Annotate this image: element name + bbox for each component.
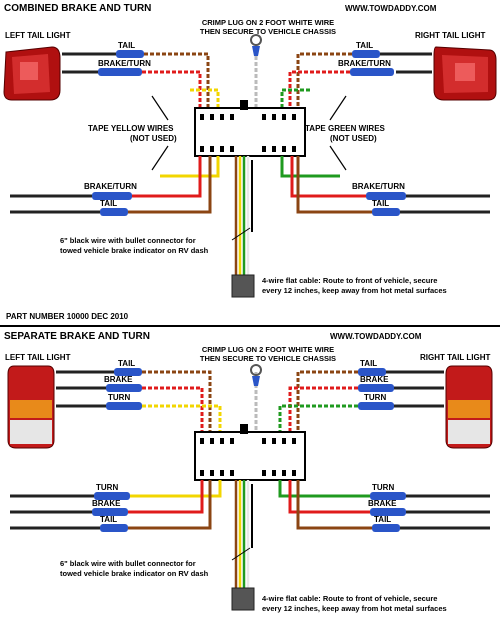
site-url-bottom: WWW.TOWDADDY.COM [330, 332, 422, 341]
wire-left-tail-brown [144, 52, 210, 108]
bottom-left-tail-label: TAIL [118, 359, 135, 368]
black-wire-note-2: towed vehicle brake indicator on RV dash [60, 246, 209, 255]
connector-left-brake-turn-out [92, 192, 132, 200]
right-tail-light-label: RIGHT TAIL LIGHT [415, 31, 485, 40]
right-tail-out-label: TAIL [372, 199, 389, 208]
bottom-left-turn-out-label: TURN [96, 483, 118, 492]
connector-left-brake-turn [98, 68, 142, 76]
separate-title: SEPARATE BRAKE AND TURN [4, 331, 150, 342]
connector-right-tail [352, 50, 380, 58]
crimp-note-bottom-1: CRIMP LUG ON 2 FOOT WHITE WIRE [202, 345, 334, 354]
tape-yellow-label-2: (NOT USED) [130, 134, 177, 143]
wire-right-red-out [290, 156, 366, 198]
left-brake-turn-wire-label: BRAKE/TURN [98, 59, 151, 68]
right-tail-light-image [433, 46, 497, 101]
left-tail-out-label: TAIL [100, 199, 117, 208]
connector-left-tail [116, 50, 144, 58]
black-wire-pointer [231, 227, 251, 241]
crimp-note-bottom-2: THEN SECURE TO VEHICLE CHASSIS [200, 354, 336, 363]
tape-green-label-2: (NOT USED) [330, 134, 377, 143]
flat-4-connector-bottom [231, 587, 255, 611]
wire-left-yellow-out [160, 156, 220, 178]
flat-cable-note-bottom-2: every 12 inches, keep away from hot meta… [262, 604, 447, 613]
black-wire-note-bottom-2: towed vehicle brake indicator on RV dash [60, 569, 209, 578]
site-url: WWW.TOWDADDY.COM [345, 4, 437, 13]
crimp-lug-icon [250, 34, 262, 46]
black-wire-note-1: 6" black wire with bullet connector for [60, 236, 196, 245]
right-tail-light-label-bottom: RIGHT TAIL LIGHT [420, 353, 490, 362]
tape-green-label-1: TAPE GREEN WIRES [305, 124, 386, 133]
bottom-right-brake-out-label: BRAKE [368, 499, 397, 508]
connector-bottom-right-tail [358, 368, 386, 376]
bottom-right-tail-label: TAIL [360, 359, 377, 368]
connector-bottom-right-brake [358, 384, 394, 392]
right-brake-turn-out-label: BRAKE/TURN [352, 182, 405, 191]
bottom-left-brake-label: BRAKE [104, 375, 133, 384]
combined-title: COMBINED BRAKE AND TURN [4, 3, 151, 14]
tape-yellow-label-1: TAPE YELLOW WIRES [88, 124, 174, 133]
module-pin-row [200, 114, 296, 152]
separate-panel: SEPARATE BRAKE AND TURN WWW.TOWDADDY.COM… [4, 331, 493, 613]
bottom-right-turn-label: TURN [364, 393, 386, 402]
left-tail-light-image [3, 46, 61, 101]
left-tail-light-bottom-image [7, 365, 55, 449]
bottom-right-turn-out-label: TURN [372, 483, 394, 492]
flat-cable-note-2: every 12 inches, keep away from hot meta… [262, 286, 447, 295]
wire-right-green-out [280, 156, 340, 178]
connector-left-tail-out [100, 208, 128, 216]
connector-right-tail-out [372, 208, 400, 216]
right-brake-turn-wire-label: BRAKE/TURN [338, 59, 391, 68]
crimp-note-line2: THEN SECURE TO VEHICLE CHASSIS [200, 27, 336, 36]
flat-4-connector-top [231, 274, 255, 298]
connector-bottom-left-tail [114, 368, 142, 376]
wire-left-brake-red [142, 70, 202, 108]
bottom-right-brake-label: BRAKE [360, 375, 389, 384]
left-brake-turn-out-label: BRAKE/TURN [84, 182, 137, 191]
wire-right-brown-out [296, 156, 372, 214]
wire-left-brown-out [128, 156, 212, 214]
wire-left-red-out [132, 156, 202, 198]
bottom-right-tail-out-label: TAIL [374, 515, 391, 524]
arrow-yellow-bottom [151, 145, 169, 171]
right-tail-light-bottom-image [445, 365, 493, 449]
bottom-left-tail-out-label: TAIL [100, 515, 117, 524]
combined-panel: COMBINED BRAKE AND TURN WWW.TOWDADDY.COM… [3, 3, 497, 298]
crimp-note-line1: CRIMP LUG ON 2 FOOT WHITE WIRE [202, 18, 334, 27]
wire-right-green [280, 88, 310, 108]
flat-cable-note-bottom-1: 4-wire flat cable: Route to front of veh… [262, 594, 437, 603]
connector-bottom-left-brake [106, 384, 142, 392]
left-tail-light-label: LEFT TAIL LIGHT [5, 31, 71, 40]
wire-left-yellow [190, 88, 220, 108]
bottom-left-brake-out-label: BRAKE [92, 499, 121, 508]
flat-cable-note-1: 4-wire flat cable: Route to front of veh… [262, 276, 437, 285]
connector-bottom-right-turn [358, 402, 394, 410]
black-wire-note-bottom-1: 6" black wire with bullet connector for [60, 559, 196, 568]
module-ground-tab [240, 100, 248, 110]
arrow-green-top [329, 95, 347, 121]
part-number: PART NUMBER 10000 DEC 2010 [6, 312, 129, 321]
arrow-green-bottom [329, 145, 347, 171]
wire-right-brake-red [288, 70, 350, 108]
connector-right-brake-turn [350, 68, 394, 76]
connector-right-brake-turn-out [366, 192, 406, 200]
connector-bottom-left-turn [106, 402, 142, 410]
left-tail-wire-label: TAIL [118, 41, 135, 50]
arrow-yellow-top [151, 95, 169, 121]
left-tail-light-label-bottom: LEFT TAIL LIGHT [5, 353, 71, 362]
crimp-lug-icon-bottom [250, 364, 262, 376]
bottom-left-turn-label: TURN [108, 393, 130, 402]
right-tail-wire-label: TAIL [356, 41, 373, 50]
